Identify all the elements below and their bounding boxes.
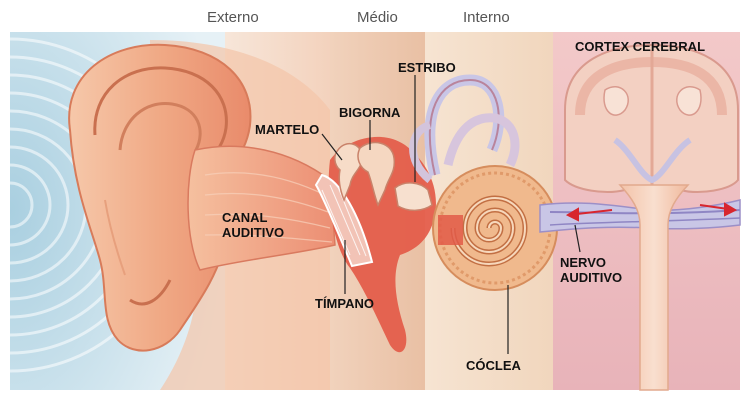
label-cortex-cerebral: CORTEX CEREBRAL bbox=[575, 39, 706, 54]
stapes-bone bbox=[394, 182, 433, 212]
label-canal-line2: AUDITIVO bbox=[222, 225, 285, 240]
label-canal-line1: CANAL bbox=[222, 210, 268, 225]
signal-arrows bbox=[565, 202, 738, 222]
label-nervo-line1: NERVO bbox=[560, 255, 606, 270]
section-header-internal: Interno bbox=[463, 9, 510, 26]
ossicles bbox=[334, 141, 433, 212]
label-martelo: MARTELO bbox=[255, 122, 320, 137]
incus-bone bbox=[357, 141, 396, 207]
cochlea-illustration bbox=[432, 165, 558, 291]
label-nervo-line2: AUDITIVO bbox=[560, 270, 623, 285]
label-bigorna: BIGORNA bbox=[339, 105, 401, 120]
label-nervo-auditivo: NERVO AUDITIVO bbox=[560, 255, 622, 285]
leader-lines bbox=[321, 75, 581, 354]
section-header-external: Externo bbox=[207, 9, 259, 26]
canal-texture bbox=[204, 172, 333, 243]
label-canal-auditivo: CANAL AUDITIVO bbox=[222, 210, 284, 240]
semicircular-canals bbox=[409, 74, 520, 184]
label-timpano: TÍMPANO bbox=[315, 296, 374, 311]
malleus-bone bbox=[334, 143, 363, 203]
brainstem bbox=[618, 184, 690, 391]
section-header-middle: Médio bbox=[357, 9, 398, 26]
label-coclea: CÓCLEA bbox=[466, 358, 521, 373]
brain-cortex bbox=[564, 43, 739, 193]
label-estribo: ESTRIBO bbox=[398, 60, 456, 75]
eardrum bbox=[314, 173, 374, 268]
